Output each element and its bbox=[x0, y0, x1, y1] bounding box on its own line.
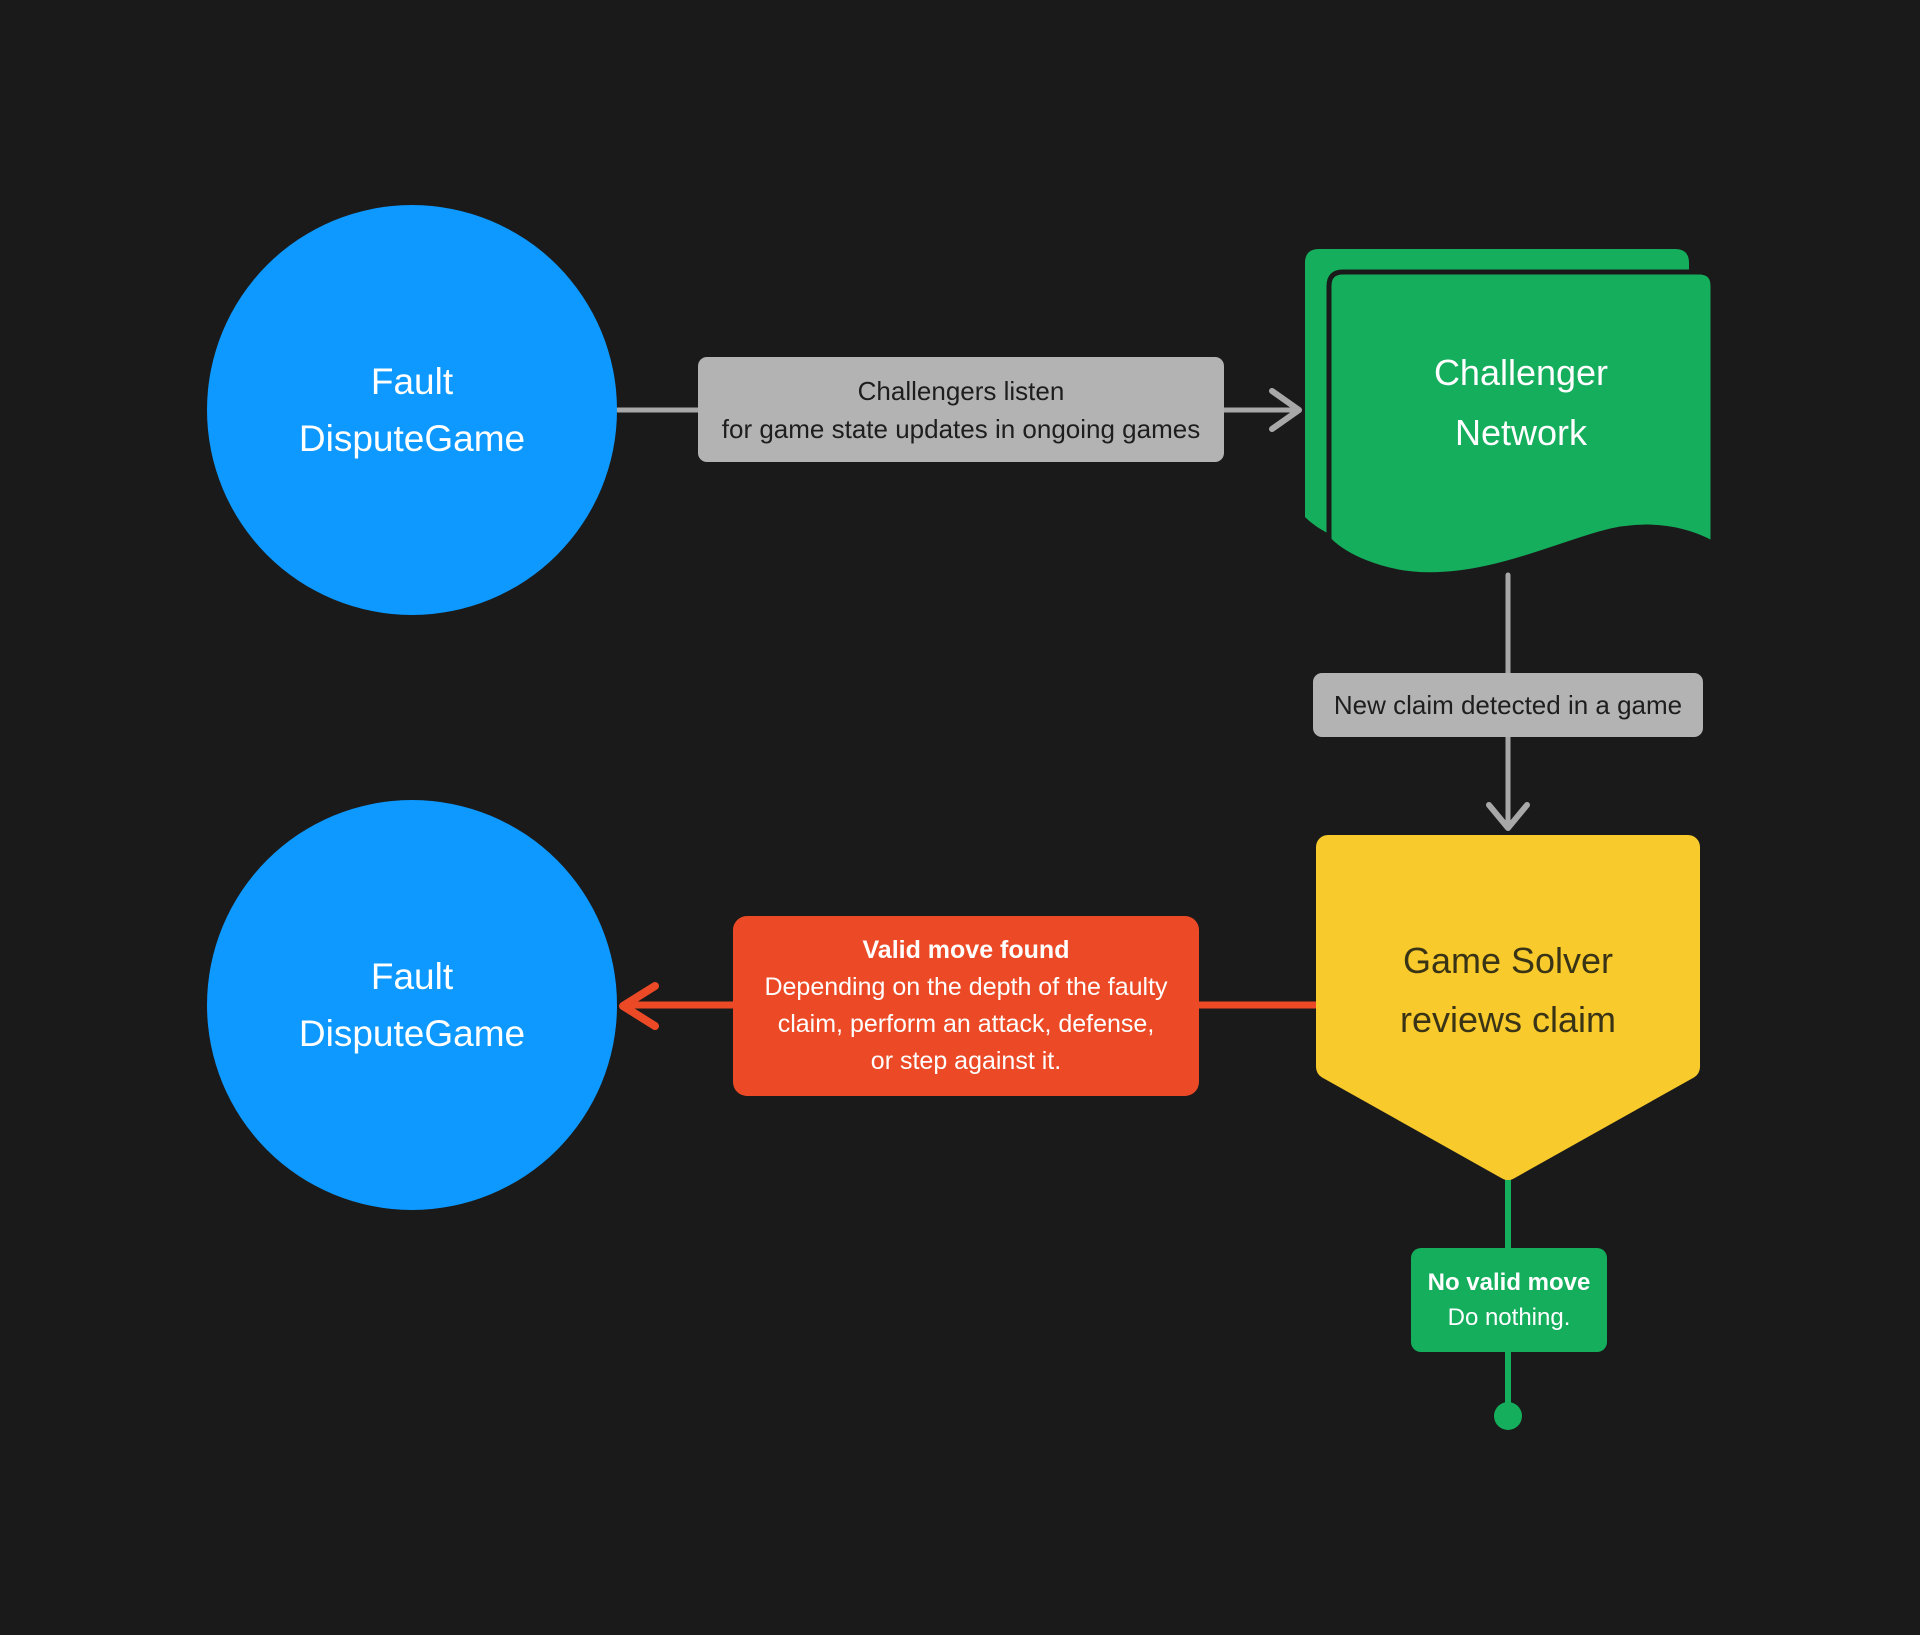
callout-valid-move-body: Depending on the depth of the faulty cla… bbox=[764, 973, 1168, 1075]
callout-no-valid-move: No valid move Do nothing. bbox=[1411, 1248, 1607, 1352]
node-label-line: Fault bbox=[370, 361, 454, 402]
node-label-line: Fault bbox=[370, 956, 454, 997]
edge-label-line: Challengers listen bbox=[857, 375, 1065, 406]
node-challenger-network-label: Challenger Network bbox=[1329, 272, 1713, 534]
document-shape-front bbox=[1326, 269, 1715, 578]
callout-no-valid-move-body: Do nothing. bbox=[1447, 1304, 1571, 1331]
arrow-valid-move-head-icon bbox=[619, 982, 659, 1030]
node-game-solver-label: Game Solver reviews claim bbox=[1316, 835, 1700, 1145]
node-label-line: DisputeGame bbox=[298, 1013, 526, 1054]
pentagon-shape bbox=[1316, 835, 1700, 1180]
node-fault-disputegame-bottom: Fault DisputeGame bbox=[207, 800, 617, 1210]
callout-valid-move: Valid move found Depending on the depth … bbox=[733, 916, 1199, 1096]
edge-label-line: for game state updates in ongoing games bbox=[721, 413, 1201, 444]
callout-valid-move-title: Valid move found bbox=[862, 936, 1070, 964]
no-valid-move-end-dot bbox=[1494, 1402, 1522, 1430]
edge-label-new-claim: New claim detected in a game bbox=[1313, 673, 1703, 737]
node-label-line: DisputeGame bbox=[298, 418, 526, 459]
callout-no-valid-move-title: No valid move bbox=[1427, 1269, 1591, 1296]
node-label-line: Challenger bbox=[1433, 352, 1609, 393]
arrow-new-claim-head-icon bbox=[1486, 802, 1530, 831]
node-label-line: Game Solver bbox=[1402, 940, 1614, 981]
node-game-solver-shape bbox=[1316, 835, 1700, 1180]
node-challenger-network-shape bbox=[1305, 249, 1715, 578]
node-label-line: Network bbox=[1454, 412, 1588, 453]
node-fault-disputegame-top: Fault DisputeGame bbox=[207, 205, 617, 615]
node-label-line: reviews claim bbox=[1399, 999, 1617, 1040]
arrow-listen-head-icon bbox=[1269, 388, 1302, 432]
edge-label-line: New claim detected in a game bbox=[1333, 690, 1683, 720]
edge-label-challengers-listen: Challengers listen for game state update… bbox=[698, 357, 1224, 462]
